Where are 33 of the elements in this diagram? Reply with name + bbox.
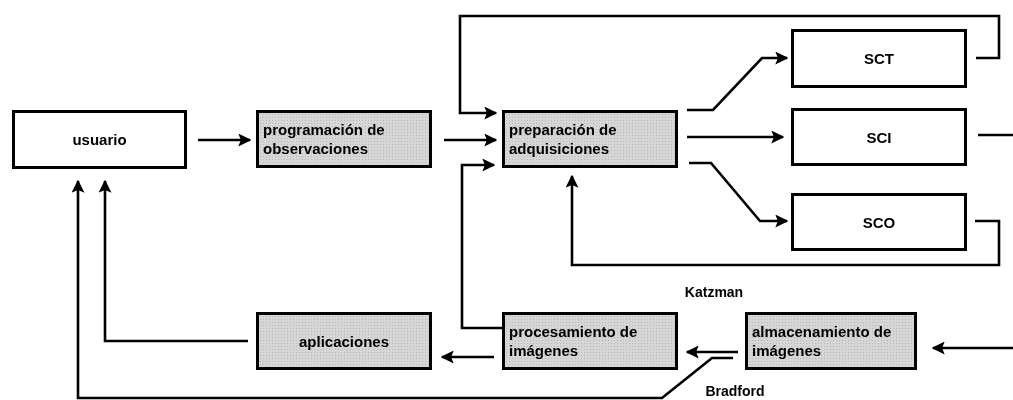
arrow [931,341,1013,355]
arrow [444,133,498,147]
arrow [565,174,1001,267]
process-box [256,110,432,168]
box-label: preparación de adquisiciones [509,120,618,158]
edge-label: Bradford [703,383,767,399]
box-label: almacenamiento de imágenes [752,322,893,360]
process-box [502,312,678,370]
process-box [791,193,967,251]
box-label: SCO [862,212,896,232]
box-label: aplicaciones [298,331,389,351]
arrow [71,179,733,400]
arrow [98,179,248,343]
box-label: usuario [72,130,127,149]
arrow [689,161,789,228]
box-label: SCI [866,127,892,147]
arrow [458,14,1001,120]
arrow [687,130,785,144]
process-box [791,29,967,88]
box-label: procesamiento de imágenes [509,322,639,360]
edge-label: Katzman [682,284,746,300]
arrow [440,350,494,364]
process-box [12,110,187,169]
arrow [460,158,502,330]
box-label: SCT [864,49,894,68]
arrow [198,133,252,147]
process-box [256,312,432,370]
arrow [687,51,789,112]
box-label: programación de observaciones [263,120,386,158]
arrow [685,345,738,359]
process-box [791,108,967,166]
process-box [745,312,917,370]
process-box [502,110,678,168]
